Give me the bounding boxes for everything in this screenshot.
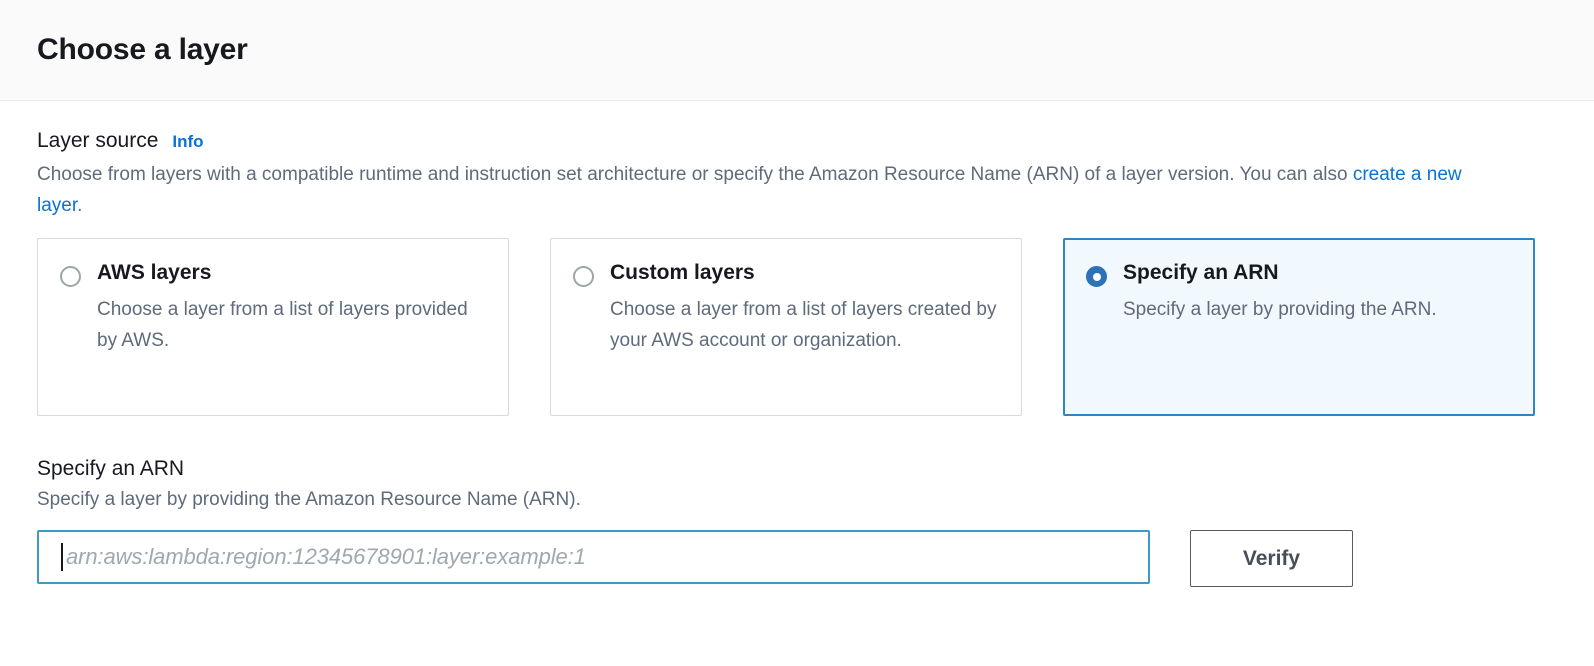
specify-arn-section: Specify an ARN Specify a layer by provid… — [37, 457, 1557, 587]
panel-body: Layer source Info Choose from layers wit… — [0, 101, 1594, 587]
panel-header: Choose a layer — [0, 0, 1594, 101]
radio-icon-custom-layers[interactable] — [573, 266, 594, 287]
layer-source-label-row: Layer source Info — [37, 129, 1557, 153]
layer-source-label: Layer source — [37, 129, 159, 152]
radio-icon-specify-arn[interactable] — [1086, 266, 1107, 287]
page-title: Choose a layer — [37, 33, 248, 66]
option-description-custom-layers: Choose a layer from a list of layers cre… — [610, 299, 997, 351]
radio-icon-aws-layers[interactable] — [60, 266, 81, 287]
layer-source-description-text-2: . — [77, 195, 83, 216]
option-text-specify-arn: Specify an ARN Specify a layer by provid… — [1123, 261, 1514, 414]
option-title-custom-layers: Custom layers — [610, 261, 755, 284]
info-link[interactable]: Info — [172, 132, 204, 151]
arn-input[interactable]: arn:aws:lambda:region:12345678901:layer:… — [37, 530, 1150, 584]
verify-button[interactable]: Verify — [1190, 530, 1353, 587]
option-text-aws-layers: AWS layers Choose a layer from a list of… — [97, 261, 488, 415]
layer-source-description: Choose from layers with a compatible run… — [37, 159, 1467, 221]
arn-input-row: arn:aws:lambda:region:12345678901:layer:… — [37, 530, 1557, 587]
option-description-aws-layers: Choose a layer from a list of layers pro… — [97, 299, 468, 351]
option-text-custom-layers: Custom layers Choose a layer from a list… — [610, 261, 1001, 415]
layer-source-options: AWS layers Choose a layer from a list of… — [37, 238, 1557, 416]
create-new-layer-link[interactable]: create a new layer — [37, 164, 1462, 216]
text-caret — [61, 543, 63, 571]
layer-source-option-specify-arn[interactable]: Specify an ARN Specify a layer by provid… — [1063, 238, 1535, 416]
specify-arn-title: Specify an ARN — [37, 457, 185, 480]
layer-source-option-custom-layers[interactable]: Custom layers Choose a layer from a list… — [550, 238, 1022, 416]
option-title-aws-layers: AWS layers — [97, 261, 212, 284]
layer-source-description-text-1: Choose from layers with a compatible run… — [37, 164, 1353, 185]
layer-source-option-aws-layers[interactable]: AWS layers Choose a layer from a list of… — [37, 238, 509, 416]
specify-arn-description: Specify a layer by providing the Amazon … — [37, 489, 581, 510]
arn-input-placeholder: arn:aws:lambda:region:12345678901:layer:… — [66, 544, 586, 569]
option-title-specify-arn: Specify an ARN — [1123, 261, 1279, 284]
option-description-specify-arn: Specify a layer by providing the ARN. — [1123, 299, 1437, 320]
